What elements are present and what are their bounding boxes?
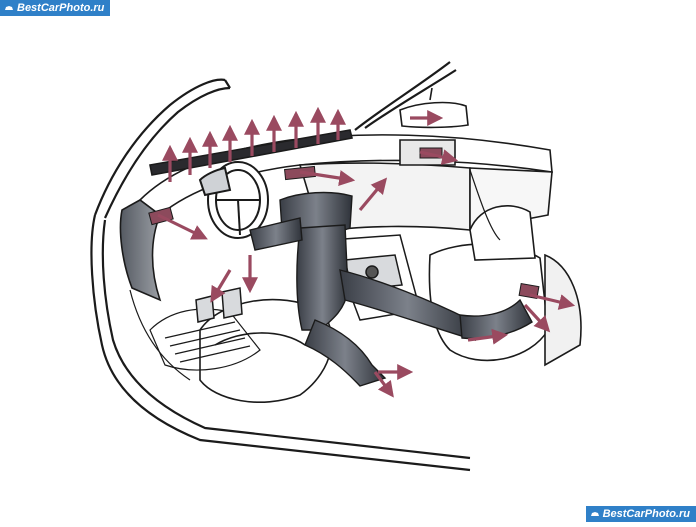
watermark-top-text: BestCarPhoto.ru [17, 2, 105, 14]
watermark-top: BestCarPhoto.ru [0, 0, 111, 16]
rearview-mirror [399, 87, 469, 129]
car-logo-icon [590, 509, 600, 519]
passenger-seat [428, 204, 582, 367]
airflow-arrows [157, 106, 576, 398]
car-logo-icon [4, 3, 14, 13]
steering-wheel [198, 161, 269, 239]
air-duct-system [249, 191, 533, 387]
watermark-bottom: BestCarPhoto.ru [585, 506, 696, 522]
car-body-outline [90, 61, 471, 472]
floor-mats [149, 308, 261, 371]
pedals [195, 287, 243, 323]
watermark-bottom-text: BestCarPhoto.ru [602, 508, 690, 520]
door-panel [129, 169, 501, 381]
